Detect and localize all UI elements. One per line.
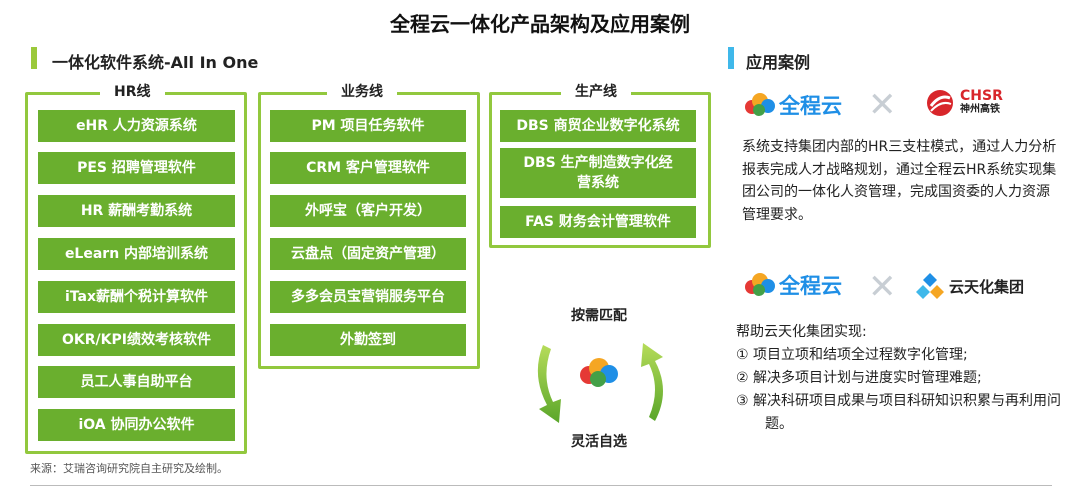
business-item-inventory[interactable]: 云盘点（固定资产管理） [270, 238, 466, 270]
business-item-crm[interactable]: CRM 客户管理软件 [270, 152, 466, 184]
production-column-label: 生产线 [561, 81, 631, 101]
yuntianhua-logo-icon [916, 273, 944, 299]
section-marker-right [728, 47, 734, 69]
quanchengyun-logo-icon-2 [745, 273, 775, 296]
right-section-title: 应用案例 [746, 53, 811, 72]
yuntianhua-logo-text: 云天化集团 [949, 278, 1025, 296]
hr-item-itax[interactable]: iTax薪酬个税计算软件 [38, 281, 235, 313]
cycle-top-label: 按需匹配 [571, 308, 627, 324]
quanchengyun-logo-icon [745, 93, 775, 116]
chsr-logo-subtext: 神州高铁 [960, 104, 1000, 115]
footer-divider [30, 485, 1052, 486]
hr-column-label: HR线 [100, 81, 165, 101]
section-marker [31, 47, 37, 69]
cycle-arrows [537, 343, 663, 423]
case2-brand: 全程云 [779, 274, 842, 298]
production-item-dbs-manufacturing[interactable]: DBS 生产制造数字化经营系统 [500, 148, 696, 198]
production-item-dbs-trade[interactable]: DBS 商贸企业数字化系统 [500, 110, 696, 142]
page-title: 全程云一体化产品架构及应用案例 [390, 12, 690, 36]
business-item-outbound[interactable]: 外呼宝（客户开发） [270, 195, 466, 227]
times-icon-2: ✕ [868, 267, 897, 307]
business-item-membership[interactable]: 多多会员宝营销服务平台 [270, 281, 466, 313]
business-column-label: 业务线 [327, 81, 397, 101]
hr-item-ehr[interactable]: eHR 人力资源系统 [38, 110, 235, 142]
case2-intro: 帮助云天化集团实现: [736, 324, 867, 340]
hr-item-salary[interactable]: HR 薪酬考勤系统 [38, 195, 235, 227]
hr-item-pes[interactable]: PES 招聘管理软件 [38, 152, 235, 184]
cycle-bottom-label: 灵活自选 [571, 434, 627, 450]
left-curved-arrow-icon [537, 345, 561, 423]
cloud-logo-icon [580, 358, 618, 387]
case1-description: 系统支持集团内部的HR三支柱模式，通过人力分析报表完成人才战略规划，通过全程云H… [742, 139, 1057, 223]
hr-item-ioa[interactable]: iOA 协同办公软件 [38, 409, 235, 441]
hr-item-okr[interactable]: OKR/KPI绩效考核软件 [38, 324, 235, 356]
business-item-field-checkin[interactable]: 外勤签到 [270, 324, 466, 356]
case2-list-item-1: ① 项目立项和结项全过程数字化管理; [736, 347, 968, 363]
chsr-logo-text: CHSR [960, 88, 1003, 104]
case1-brand: 全程云 [779, 94, 842, 118]
source-note: 来源：艾瑞咨询研究院自主研究及绘制。 [30, 462, 228, 475]
chsr-logo-icon [927, 90, 953, 116]
hr-column [25, 92, 247, 454]
left-section-title: 一体化软件系统-All In One [52, 53, 259, 72]
production-item-fas[interactable]: FAS 财务会计管理软件 [500, 206, 696, 238]
hr-item-elearn[interactable]: eLearn 内部培训系统 [38, 238, 235, 270]
right-curved-arrow-icon [641, 343, 663, 421]
case2-list-item-3: ③ 解决科研项目成果与项目科研知识积累与再利用问题。 [736, 393, 1061, 432]
hr-item-self-service[interactable]: 员工人事自助平台 [38, 366, 235, 398]
business-item-pm[interactable]: PM 项目任务软件 [270, 110, 466, 142]
case2-list-item-2: ② 解决多项目计划与进度实时管理难题; [736, 370, 982, 386]
times-icon: ✕ [868, 85, 897, 125]
